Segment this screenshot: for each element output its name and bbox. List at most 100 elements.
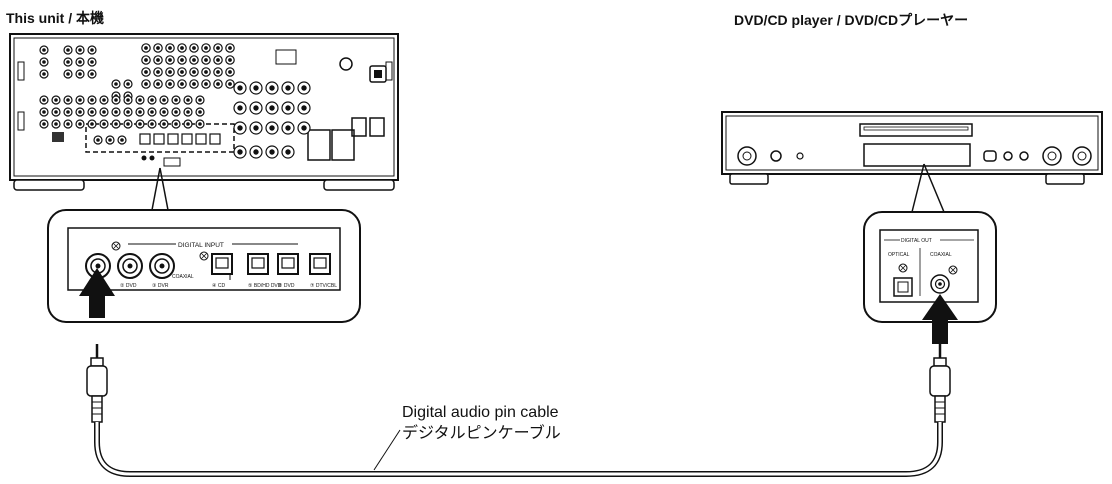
rca-jack: [233, 121, 247, 135]
rca-jack: [183, 107, 193, 117]
rca-jack: [213, 43, 223, 53]
rca-jack: [195, 95, 205, 105]
rca-jack: [201, 43, 211, 53]
player-digital-out-callout: [863, 211, 997, 323]
rca-jack: [75, 107, 85, 117]
rca-jack: [201, 79, 211, 89]
rca-jack: [195, 119, 205, 129]
screw-icon: [111, 241, 121, 251]
rca-jack: [233, 101, 247, 115]
rca-jack: [51, 95, 61, 105]
rca-jack: [39, 69, 49, 79]
coaxial-label: COAXIAL: [172, 274, 194, 280]
rca-jack: [63, 57, 73, 67]
digital-out-label: DIGITAL OUT: [901, 238, 932, 244]
jack-label: ⑥ DVD: [278, 283, 295, 289]
rca-jack: [87, 45, 97, 55]
jack-label: ⑦ DTV/CBL: [310, 283, 337, 289]
rca-jack: [105, 135, 115, 145]
rca-jack: [135, 95, 145, 105]
rca-jack: [281, 81, 295, 95]
player-heading: DVD/CD player / DVD/CDプレーヤー: [734, 12, 969, 28]
rca-jack: [297, 81, 311, 95]
rca-jack: [123, 95, 133, 105]
rca-jack: [249, 101, 263, 115]
rca-jack: [87, 95, 97, 105]
rca-jack: [177, 79, 187, 89]
rca-jack: [63, 69, 73, 79]
rca-jack: [153, 43, 163, 53]
rca-jack: [171, 95, 181, 105]
insert-arrow-right: [922, 294, 958, 344]
rca-jack: [189, 79, 199, 89]
rca-jack: [99, 107, 109, 117]
rca-jack: [135, 119, 145, 129]
rca-jack: [147, 95, 157, 105]
rca-jack: [39, 57, 49, 67]
jack-label: ④ CD: [212, 283, 225, 289]
rca-jack: [111, 79, 121, 89]
rca-jack: [123, 107, 133, 117]
unit-heading: This unit / 本機: [6, 10, 104, 26]
rca-jack: [123, 119, 133, 129]
rca-jack: [297, 121, 311, 135]
rca-jack: [93, 135, 103, 145]
optical-input-jack: [309, 253, 331, 275]
rca-jack: [75, 119, 85, 129]
optical-jack: [139, 133, 151, 145]
rca-jack: [183, 119, 193, 129]
rca-jack: [141, 55, 151, 65]
rca-jack: [153, 67, 163, 77]
rca-jack: [189, 43, 199, 53]
optical-jack: [153, 133, 165, 145]
optical-jack: [195, 133, 207, 145]
rca-jack: [281, 101, 295, 115]
rca-jack: [165, 67, 175, 77]
jack-label: ③ DVR: [152, 283, 169, 289]
coaxial-input-jack: [149, 253, 175, 279]
optical-jack: [167, 133, 179, 145]
rca-jack: [141, 43, 151, 53]
screw-icon: [199, 251, 209, 261]
rca-jack: [147, 107, 157, 117]
rca-jack: [177, 67, 187, 77]
rca-jack: [213, 55, 223, 65]
rca-jack: [75, 57, 85, 67]
rca-jack: [201, 67, 211, 77]
rca-jack: [87, 69, 97, 79]
rca-jack: [177, 43, 187, 53]
rca-jack: [39, 95, 49, 105]
rca-jack: [87, 107, 97, 117]
rca-jack: [99, 95, 109, 105]
rca-jack: [39, 107, 49, 117]
cable-label-ja: デジタルピンケーブル: [402, 423, 561, 442]
left-rca-plug: [86, 344, 108, 423]
rca-jack: [171, 107, 181, 117]
rca-jack: [153, 55, 163, 65]
rca-jack: [249, 121, 263, 135]
rca-jack: [195, 107, 205, 117]
rca-jack: [111, 119, 121, 129]
rca-jack: [159, 107, 169, 117]
rca-jack: [265, 121, 279, 135]
rca-jack: [51, 119, 61, 129]
rca-jack: [147, 119, 157, 129]
rca-jack: [63, 107, 73, 117]
rca-jack: [87, 119, 97, 129]
coaxial-input-jack: [85, 253, 111, 279]
dvd-cd-player: [721, 111, 1103, 185]
rca-jack: [213, 79, 223, 89]
rca-jack: [75, 45, 85, 55]
rca-jack: [123, 79, 133, 89]
rca-jack: [233, 145, 247, 159]
rca-jack: [39, 45, 49, 55]
player-coaxial-label: COAXIAL: [930, 252, 952, 258]
rca-jack: [165, 43, 175, 53]
rca-jack: [111, 95, 121, 105]
rca-jack: [63, 95, 73, 105]
rca-jack: [63, 45, 73, 55]
rca-jack: [111, 107, 121, 117]
digital-input-label: DIGITAL INPUT: [178, 242, 224, 249]
rca-jack: [159, 119, 169, 129]
optical-label: OPTICAL: [888, 252, 910, 258]
